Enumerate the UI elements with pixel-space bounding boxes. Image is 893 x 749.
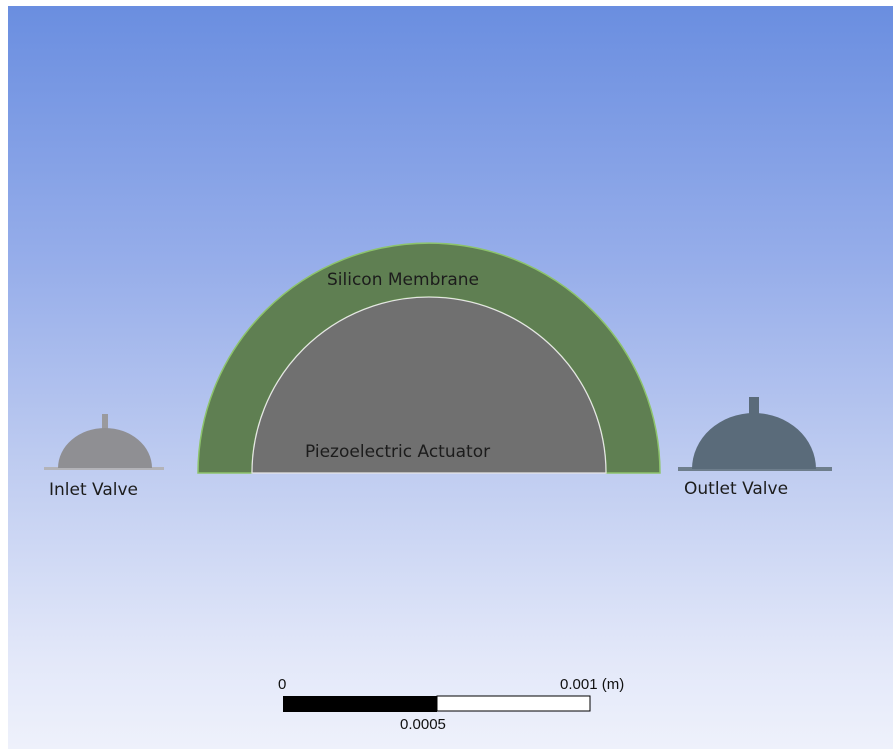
- piezoelectric-actuator-label: Piezoelectric Actuator: [305, 442, 490, 462]
- silicon-membrane-label: Silicon Membrane: [327, 270, 479, 290]
- outlet-valve-label: Outlet Valve: [684, 479, 788, 499]
- outlet-valve[interactable]: Outlet Valve: [678, 397, 832, 499]
- scale-bar-black-segment: [283, 696, 437, 712]
- inlet-valve[interactable]: Inlet Valve: [44, 414, 164, 500]
- piezoelectric-actuator[interactable]: Piezoelectric Actuator: [251, 296, 607, 474]
- graphics-viewport[interactable]: Inlet Valve Silicon Membrane Piezoelectr…: [8, 6, 893, 749]
- inlet-valve-stem: [102, 414, 108, 431]
- scale-bar-end-label: 0.001 (m): [560, 676, 624, 693]
- scale-bar: 0 0.001 (m) 0.0005: [278, 676, 624, 733]
- inlet-valve-label: Inlet Valve: [49, 480, 138, 500]
- outlet-valve-stem: [749, 397, 759, 415]
- outlet-valve-dome: [692, 413, 816, 469]
- inlet-valve-base: [44, 467, 164, 470]
- piezoelectric-actuator-body: [251, 296, 607, 474]
- geometry-canvas[interactable]: Inlet Valve Silicon Membrane Piezoelectr…: [8, 6, 893, 749]
- scale-bar-white-segment: [436, 695, 591, 712]
- scale-bar-start-label: 0: [278, 676, 286, 693]
- inlet-valve-dome: [58, 428, 152, 468]
- scale-bar-mid-label: 0.0005: [400, 716, 446, 733]
